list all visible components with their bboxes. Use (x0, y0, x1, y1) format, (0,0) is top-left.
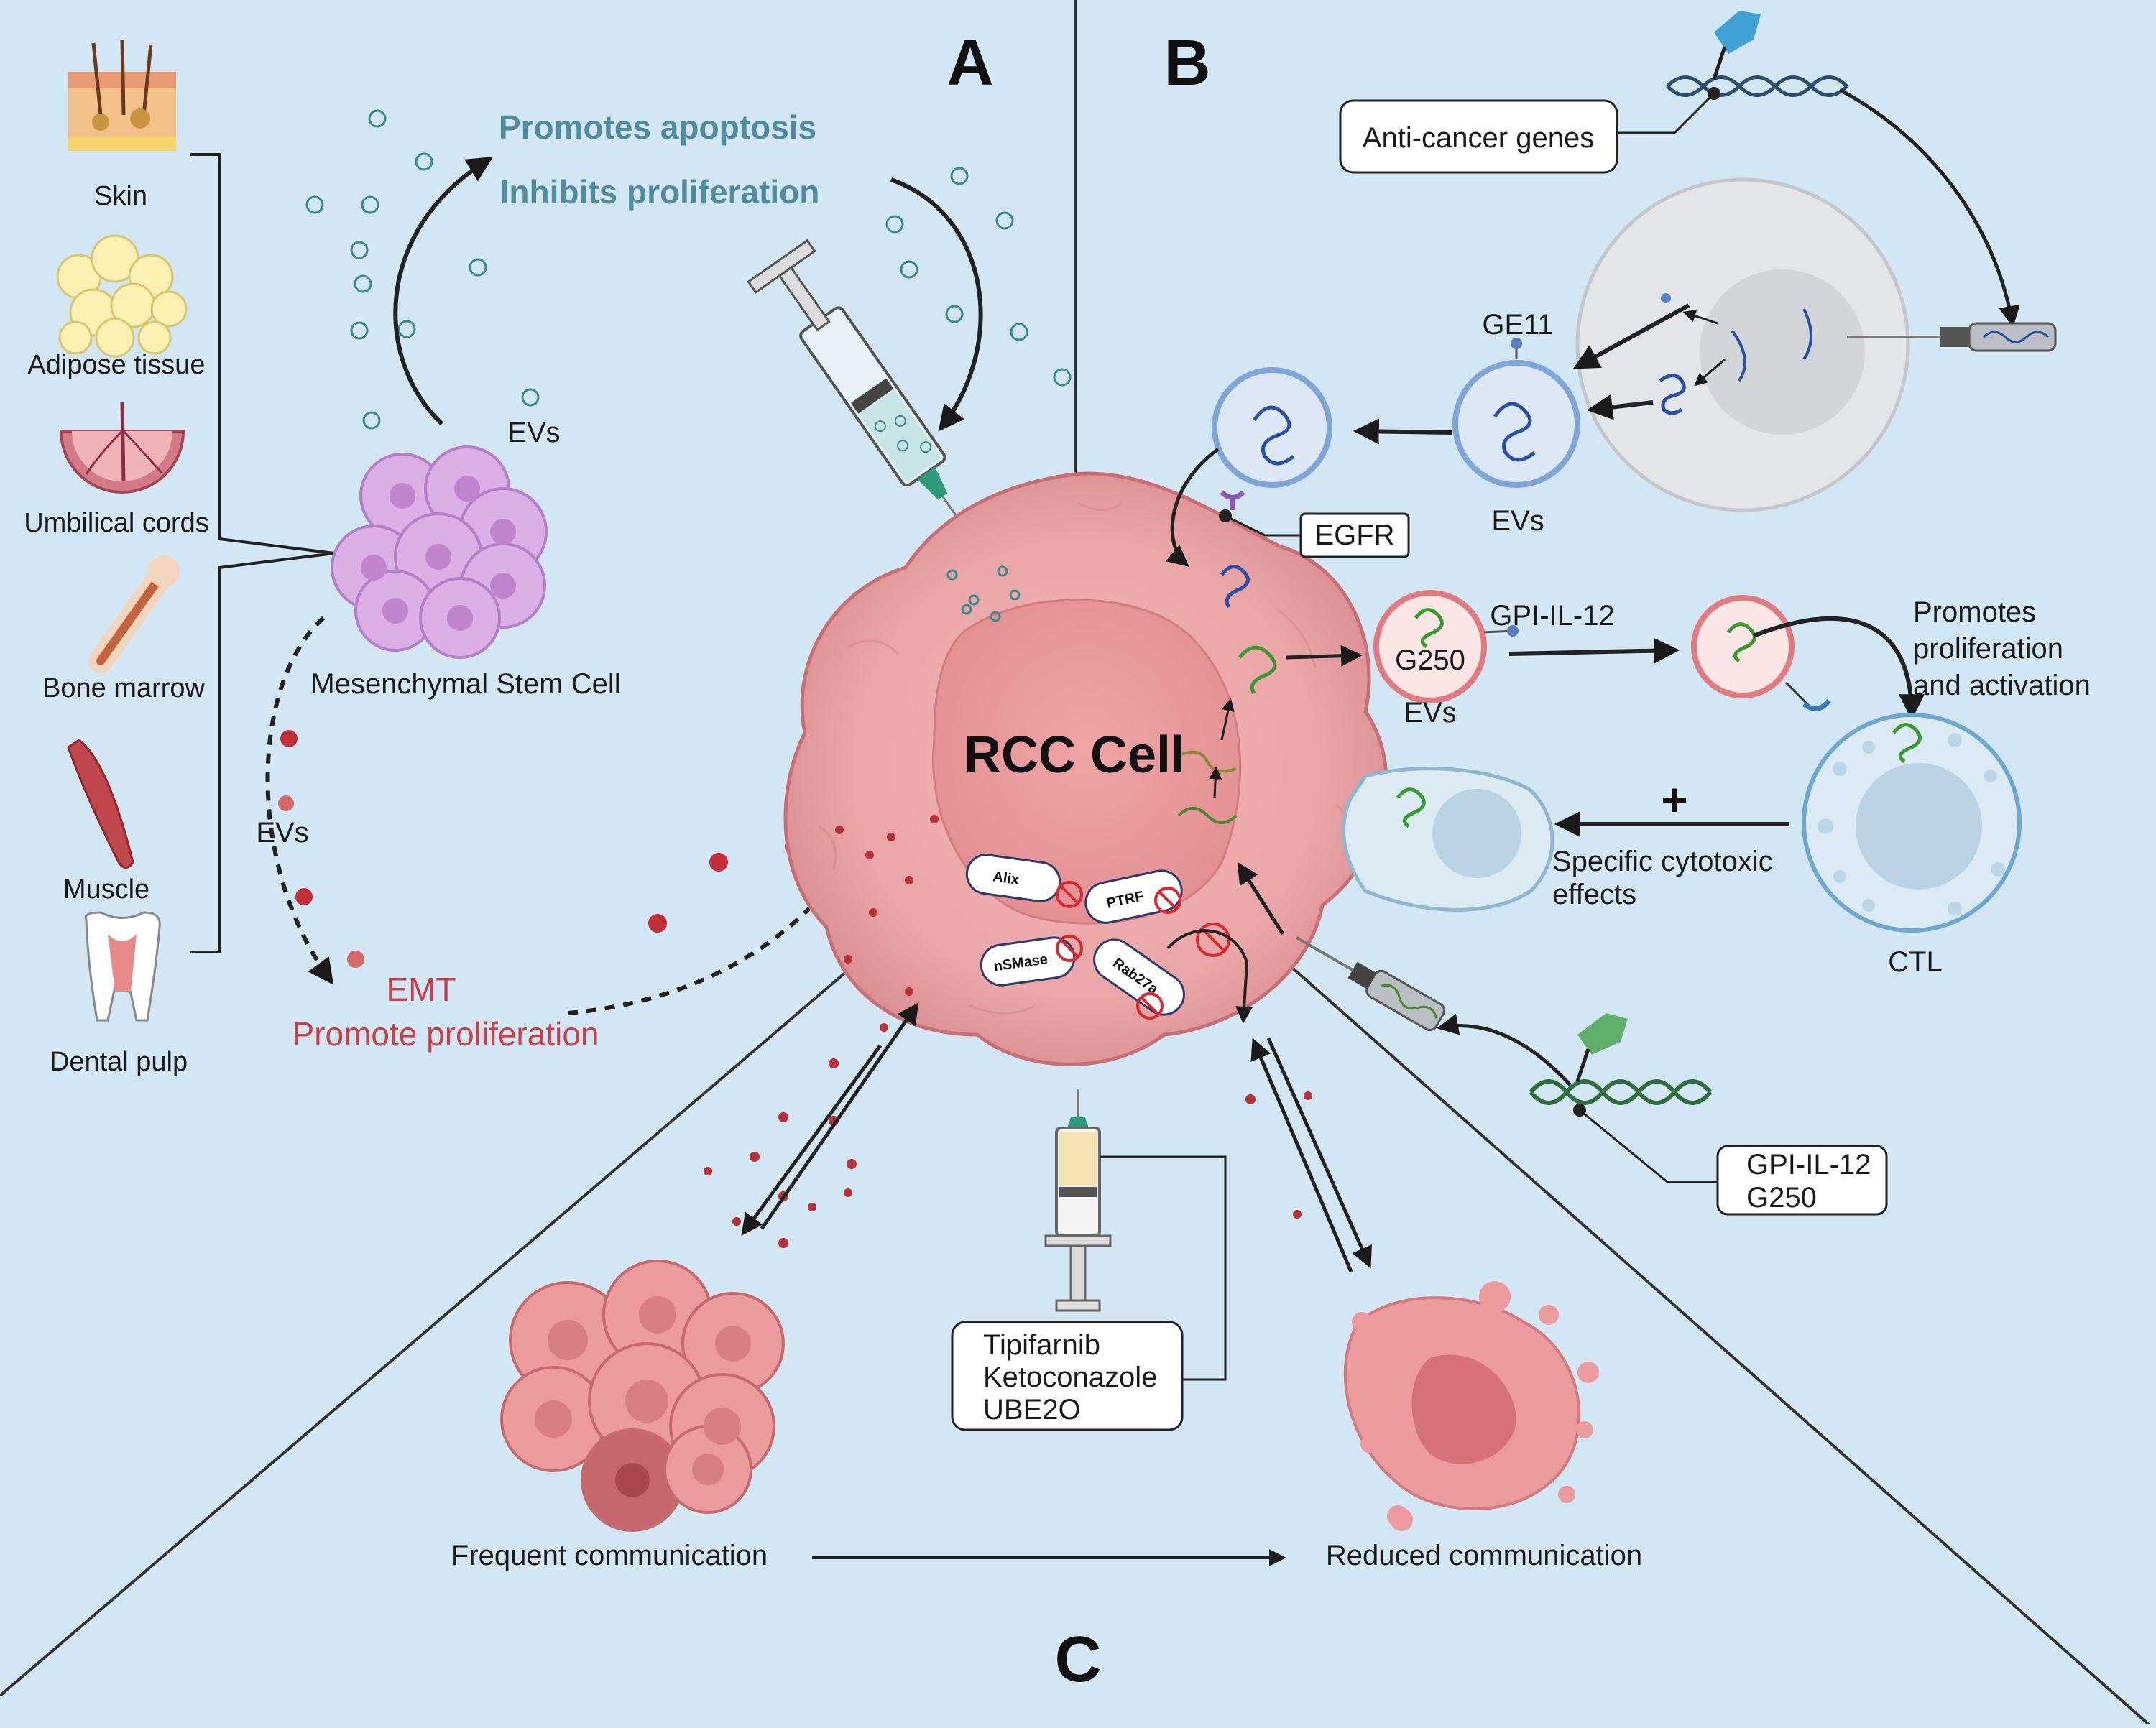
tissue-sources: Skin Adipose tissue Umbilical cords Bone… (24, 39, 335, 1077)
arrow-effects-to-syringe (890, 177, 983, 432)
panel-label-b: B (1164, 27, 1211, 99)
promotes-line-2: proliferation (1913, 633, 2063, 665)
arrow-msc-to-effects (393, 157, 494, 426)
evs-label-b2: EVs (1404, 697, 1456, 729)
drug-line-3: UBE2O (983, 1394, 1081, 1426)
teal-evs-upper (305, 109, 1072, 430)
bone-marrow-illustration (88, 555, 180, 673)
frequent-communication: Frequent communication (451, 1540, 768, 1571)
target-cell (1342, 767, 1554, 912)
needle-injector (1847, 322, 2057, 352)
muscle-illustration (67, 739, 134, 869)
g250-label-ev: G250 (1395, 644, 1465, 676)
arrow-to-ev-ge11 (1572, 303, 1690, 369)
umbilical-illustration (59, 402, 185, 494)
syringe-upper (747, 239, 964, 527)
egfr-label: EGFR (1314, 519, 1394, 551)
red-evs-lower (278, 730, 803, 968)
arrow-tumor-to-cluster (741, 1044, 883, 1236)
syringe-b-lower (1296, 936, 1446, 1032)
tooth-illustration (84, 911, 161, 1022)
ev-g250 (1373, 590, 1519, 703)
emt-label: EMT (386, 971, 456, 1008)
leader-egfr (1225, 514, 1301, 537)
pen-hand-top (1712, 11, 1761, 80)
rcc-cell-label: RCC Cell (964, 726, 1185, 784)
promotes-line-3: and activation (1913, 670, 2091, 701)
panel-label-a: A (947, 27, 994, 99)
drug-line-1: Tipifarnib (983, 1329, 1100, 1361)
gene-box-line-2: G250 (1746, 1182, 1817, 1214)
arrow-dna-to-syringe (1437, 1013, 1572, 1086)
arrow-blob-to-tumor (1250, 1038, 1353, 1272)
skin-illustration (68, 39, 176, 151)
evs-label-upper: EVs (507, 417, 560, 448)
msc-cluster (331, 445, 548, 659)
arrow-ev-to-ctl (1508, 637, 1680, 664)
ctl-cell (1802, 713, 2022, 933)
msc-label: Mesenchymal Stem Cell (310, 668, 620, 700)
panel-label-c: C (1055, 1624, 1102, 1696)
cytotoxic-line-1: Specific cytotoxic (1552, 846, 1773, 877)
source-muscle: Muscle (63, 874, 149, 905)
dashed-arrow-msc-to-emt (265, 616, 334, 985)
plus-sign: + (1661, 774, 1687, 826)
dna-bottom (1529, 1079, 1713, 1105)
leader-anticancer-genes (1617, 92, 1715, 134)
anticancer-genes-label: Anti-cancer genes (1363, 122, 1594, 154)
syringe-center (1044, 1089, 1112, 1312)
cytotoxic-line-2: effects (1552, 879, 1636, 910)
source-adipose: Adipose tissue (27, 350, 205, 380)
ev-ge11 (1452, 338, 1580, 488)
drug-line-2: Ketoconazole (983, 1362, 1157, 1393)
egfr-box: EGFR (1299, 512, 1410, 558)
leader-gene-box (1579, 1109, 1718, 1183)
adipose-illustration (56, 234, 188, 358)
leader-drug-box (1100, 1155, 1227, 1381)
host-cell (1575, 177, 2057, 512)
arrow-ev-to-ev (1353, 418, 1452, 445)
gene-box: GPI-IL-12 G250 (1716, 1145, 1888, 1216)
pen-hand-bottom (1575, 1013, 1628, 1082)
arrow-to-ev-2 (1586, 394, 1654, 420)
dna-top (1666, 75, 1848, 97)
reduced-cell-blob (1343, 1281, 1599, 1531)
rcc-tumor (783, 471, 1388, 1066)
teal-evs-tumor (946, 565, 1021, 622)
effect-apoptosis: Promotes apoptosis (499, 108, 816, 146)
reduced-communication: Reduced communication (1326, 1540, 1642, 1571)
inhibitor-pills: Alix PTRF nSMase Rab27a (965, 854, 1253, 1024)
evs-label-lower: EVs (256, 817, 308, 849)
source-bone-marrow: Bone marrow (42, 673, 206, 703)
ev-docking (1165, 367, 1332, 609)
gene-box-line-1: GPI-IL-12 (1746, 1149, 1871, 1181)
arrow-syringe-to-tumor (1237, 861, 1285, 935)
evs-label-b1: EVs (1491, 505, 1544, 537)
ev-ctl (1691, 595, 1925, 721)
ge11-label: GE11 (1482, 309, 1553, 341)
anticancer-genes-box: Anti-cancer genes (1339, 99, 1618, 174)
arrow-genes-to-needle (1838, 88, 2020, 328)
gpi-il12-label: GPI-IL-12 (1490, 600, 1614, 632)
arrow-tumor-to-blob (1266, 1037, 1372, 1269)
promote-proliferation-label: Promote proliferation (292, 1015, 599, 1053)
drug-box: Tipifarnib Ketoconazole UBE2O (951, 1321, 1184, 1431)
effect-inhibit-proliferation: Inhibits proliferation (500, 173, 820, 211)
promotes-line-1: Promotes (1913, 596, 2036, 628)
inhibitor-alix: Alix (992, 869, 1020, 888)
source-dental-pulp: Dental pulp (50, 1047, 188, 1077)
cancer-cell-cluster (500, 1260, 785, 1532)
green-rna-path (1177, 644, 1363, 824)
source-skin: Skin (94, 181, 147, 211)
source-umbilical: Umbilical cords (24, 508, 209, 538)
arrow-cluster-to-tumor (760, 1002, 919, 1230)
ctl-label: CTL (1888, 946, 1943, 978)
dashed-arrow-emt-to-rcc (567, 853, 855, 1015)
red-evs-panel-c (704, 815, 1312, 1248)
